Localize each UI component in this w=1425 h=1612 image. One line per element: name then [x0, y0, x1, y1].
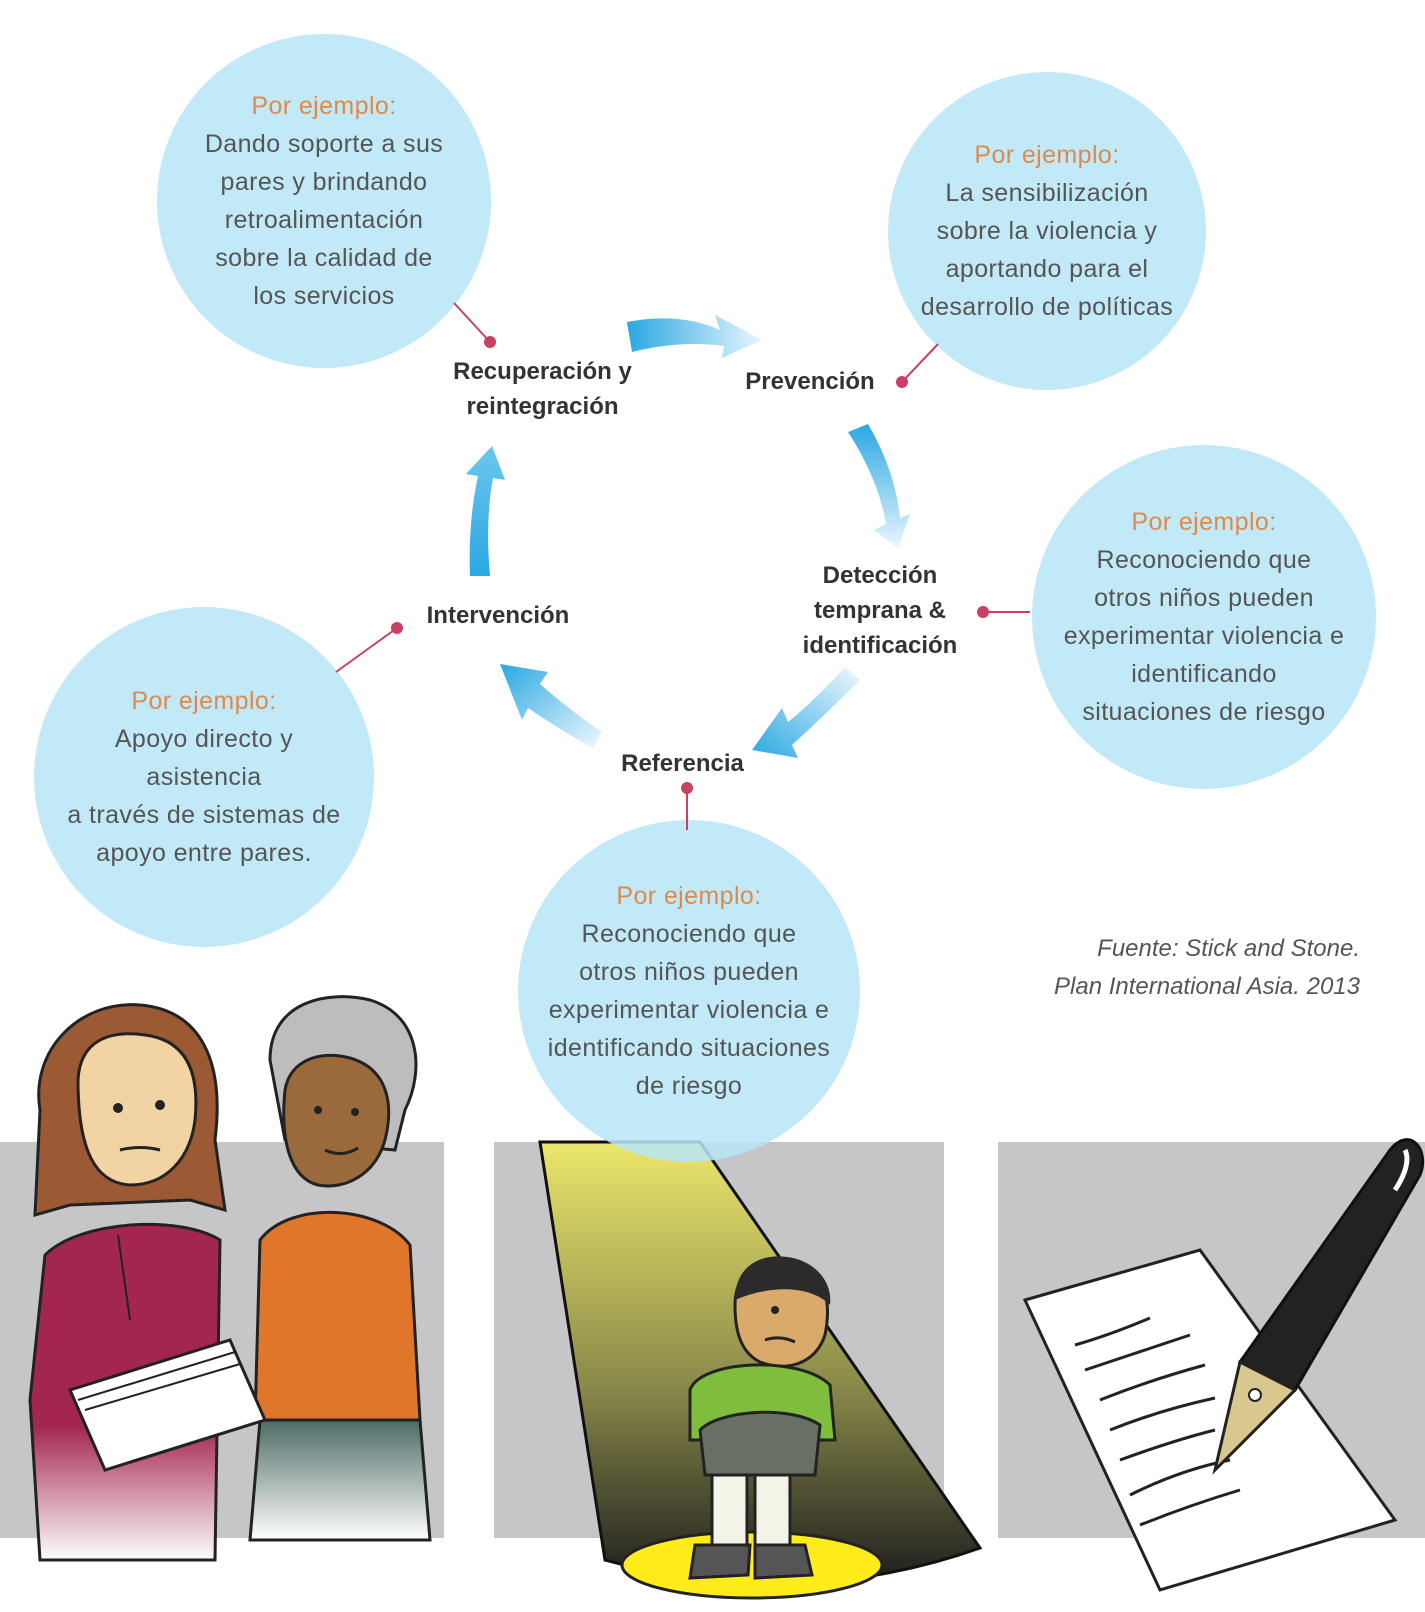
bubble-referral-text: Reconociendo que otros niños pueden expe… — [547, 920, 831, 1100]
bubble-recovery-label: Por ejemplo: — [251, 92, 397, 120]
bubble-detection: Por ejemplo: Reconociendo que otros niño… — [1032, 445, 1376, 789]
connectors — [335, 302, 1030, 830]
arrow-prevention-to-detection — [848, 424, 910, 548]
arrow-detection-to-referral — [752, 667, 860, 758]
bubble-intervention-label: Por ejemplo: — [131, 687, 277, 715]
bubble-recovery: Por ejemplo: Dando soporte a sus pares y… — [157, 34, 491, 368]
bubble-prevention-text: La sensibilización sobre la violencia y … — [920, 179, 1174, 321]
pen-paper-illustration — [1022, 1138, 1425, 1592]
bubble-prevention-label: Por ejemplo: — [974, 141, 1120, 169]
source-citation: Fuente: Stick and Stone. Plan Internatio… — [1054, 935, 1360, 1000]
spotlight-illustration — [538, 1140, 983, 1600]
bubble-prevention: Por ejemplo: La sensibilización sobre la… — [888, 72, 1206, 390]
stage-detection: Detección temprana & identificación — [802, 562, 958, 659]
bubble-detection-text: Reconociendo que otros niños pueden expe… — [1063, 546, 1345, 726]
stage-recovery: Recuperación y reintegración — [453, 358, 632, 420]
bubble-referral: Por ejemplo: Reconociendo que otros niño… — [518, 820, 860, 1162]
bubble-referral-label: Por ejemplo: — [616, 882, 762, 910]
stage-referral: Referencia — [621, 750, 744, 777]
bubble-recovery-text: Dando soporte a sus pares y brindando re… — [204, 130, 444, 310]
arrow-intervention-to-recovery — [466, 446, 505, 576]
arrow-recovery-to-prevention — [627, 315, 762, 358]
stage-prevention: Prevención — [745, 368, 875, 395]
arrow-referral-to-intervention — [500, 664, 602, 748]
women-illustration — [28, 995, 432, 1562]
bubble-detection-label: Por ejemplo: — [1131, 508, 1277, 536]
stage-intervention: Intervención — [426, 602, 570, 629]
bubble-intervention: Por ejemplo: Apoyo directo y asistencia … — [34, 607, 374, 947]
bubble-intervention-text: Apoyo directo y asistencia a través de s… — [67, 725, 341, 867]
